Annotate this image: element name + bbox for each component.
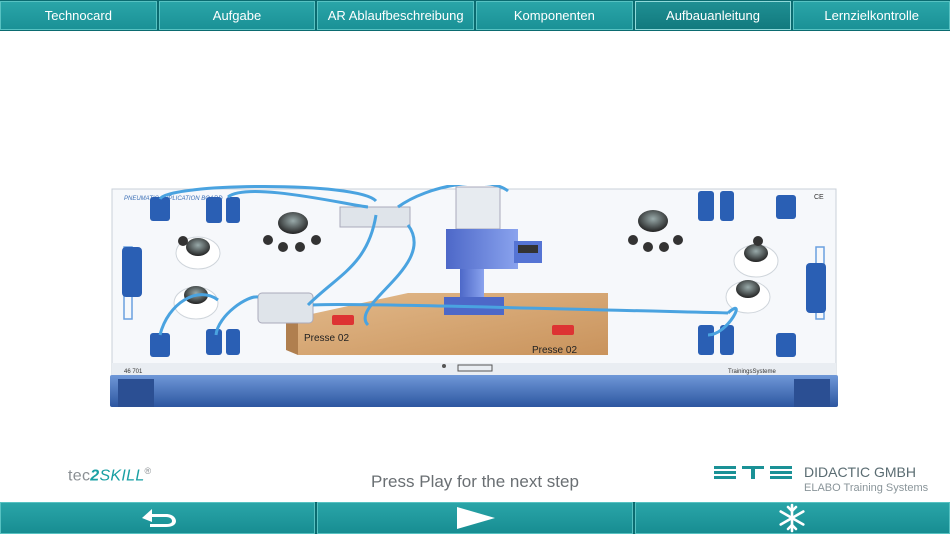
freeze-button[interactable] [634,502,950,534]
tab-aufbauanleitung[interactable]: Aufbauanleitung [634,1,792,30]
pneumatic-board-scene[interactable]: PNEUMATIC APPLICATION BOARD CE 46 701 Tr… [108,181,840,413]
instruction-text: Press Play for the next step [371,472,579,491]
bottom-toolbar [0,502,950,534]
ets-didactic-logo: DIDACTIC GMBH ELABO Training Systems [714,463,940,497]
logo-part-tec: tec [68,467,91,485]
logo-part-2: 2 [90,467,100,485]
snowflake-icon [779,503,805,533]
board-title: PNEUMATIC APPLICATION BOARD [124,196,223,202]
press-label-left: Presse 02 [304,333,349,344]
board-id: 46 701 [124,369,143,375]
company-subtitle: ELABO Training Systems [804,482,929,494]
company-name: DIDACTIC GMBH [804,464,916,480]
tab-lernzielkontrolle[interactable]: Lernzielkontrolle [793,1,950,30]
press-label-right: Presse 02 [532,345,577,356]
ce-mark: CE [814,194,824,201]
logo-registered: ® [144,466,152,476]
tab-technocard[interactable]: Technocard [0,1,157,30]
return-arrow-icon [141,509,176,527]
tab-aufgabe[interactable]: Aufgabe [158,1,316,30]
logo-part-skill: SKILL [99,467,145,485]
tab-ar-ablaufbeschreibung[interactable]: AR Ablaufbeschreibung [317,1,475,30]
top-tab-bar: Technocard Aufgabe AR Ablaufbeschreibung… [0,0,950,31]
board-illustration: PNEUMATIC APPLICATION BOARD CE 46 701 Tr… [110,181,838,407]
play-icon [456,507,495,529]
ets-logo-mark [714,466,792,479]
tab-komponenten[interactable]: Komponenten [476,1,633,30]
tec2skill-logo: tec2SKILL® [68,466,151,485]
back-button[interactable] [0,502,316,534]
board-brand: TrainingsSysteme [728,369,776,375]
play-button[interactable] [317,502,633,534]
